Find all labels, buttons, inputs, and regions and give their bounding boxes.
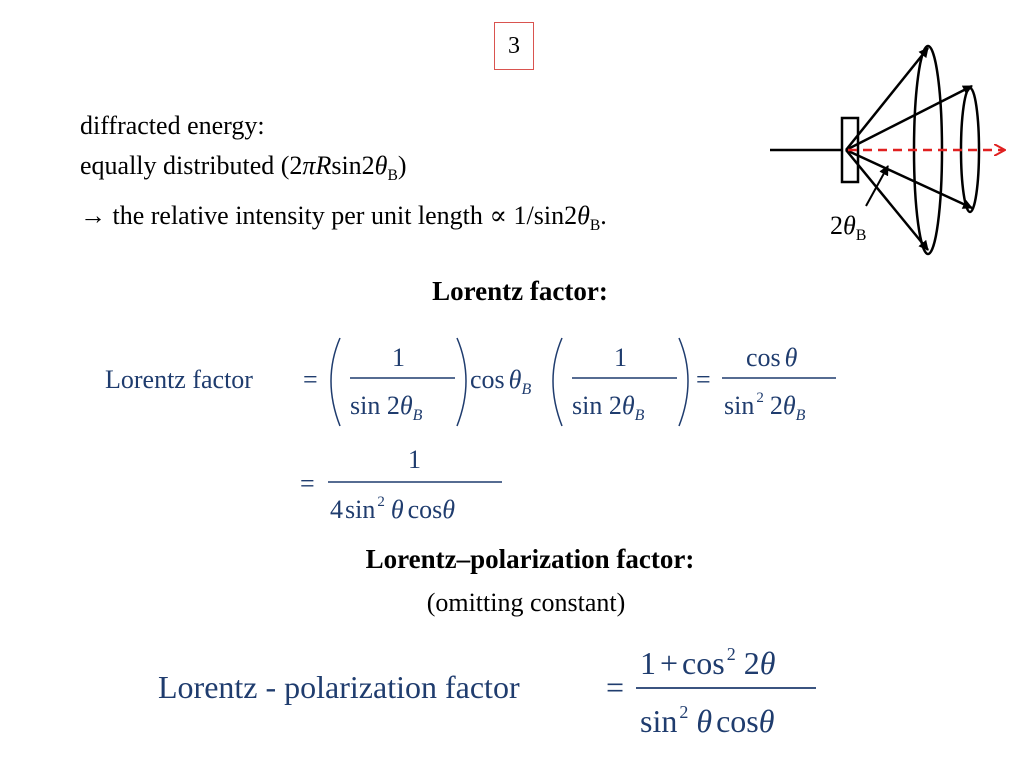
close-paren: ) [397, 151, 407, 180]
intro-text: diffracted energy: equally distributed (… [80, 106, 607, 246]
arrow-symbol: → [80, 201, 106, 231]
ray-outer-top [845, 47, 929, 151]
frac1-den: sin 2θB [350, 391, 423, 424]
intro-line-1: diffracted energy: [80, 111, 265, 140]
frac4-num: 1 [408, 445, 421, 474]
sin-text: sin2 [331, 151, 375, 180]
intro-line-3: → the relative intensity per unit length… [80, 196, 607, 246]
intro-line-2: equally distributed (2πRsin2θB) [80, 146, 607, 196]
r-symbol: R [315, 151, 332, 180]
frac2-num: 1 [614, 343, 627, 372]
sub-b: B [589, 217, 601, 235]
lorentz-lhs: Lorentz factor [105, 365, 253, 394]
lp-lhs: Lorentz - polarization factor [158, 669, 520, 705]
ray-inner-top [845, 84, 973, 152]
frac1-num: 1 [392, 343, 405, 372]
lorentz-heading: Lorentz factor: [432, 276, 608, 306]
proportional-symbol: ∝ [489, 201, 508, 231]
equals-sign-3: = [300, 469, 315, 498]
pi-symbol: π [302, 151, 316, 180]
line3-text: the relative intensity per unit length [106, 201, 490, 231]
line2-text: equally distributed (2 [80, 151, 303, 180]
theta-symbol: θ [577, 201, 590, 231]
lp-heading: Lorentz–polarization factor: [365, 544, 695, 574]
page-number: 3 [494, 22, 534, 70]
fraction-text: 1/sin2 [507, 201, 578, 231]
lp-subheading: (omitting constant) [426, 588, 626, 617]
frac2-den: sin 2θB [572, 391, 645, 424]
equals-sign: = [303, 365, 318, 394]
theta-symbol: θ [374, 151, 388, 180]
ray-inner-bottom [845, 148, 973, 210]
period: . [600, 201, 607, 231]
sub-b: B [387, 167, 398, 185]
equals-sign-2: = [696, 365, 711, 394]
angle-label: 2θB [830, 211, 866, 244]
angle-pointer [865, 165, 889, 207]
lp-equals: = [606, 669, 624, 705]
diffraction-cone-diagram: 2θB [770, 44, 1020, 256]
ray-outer-bottom [845, 149, 929, 251]
